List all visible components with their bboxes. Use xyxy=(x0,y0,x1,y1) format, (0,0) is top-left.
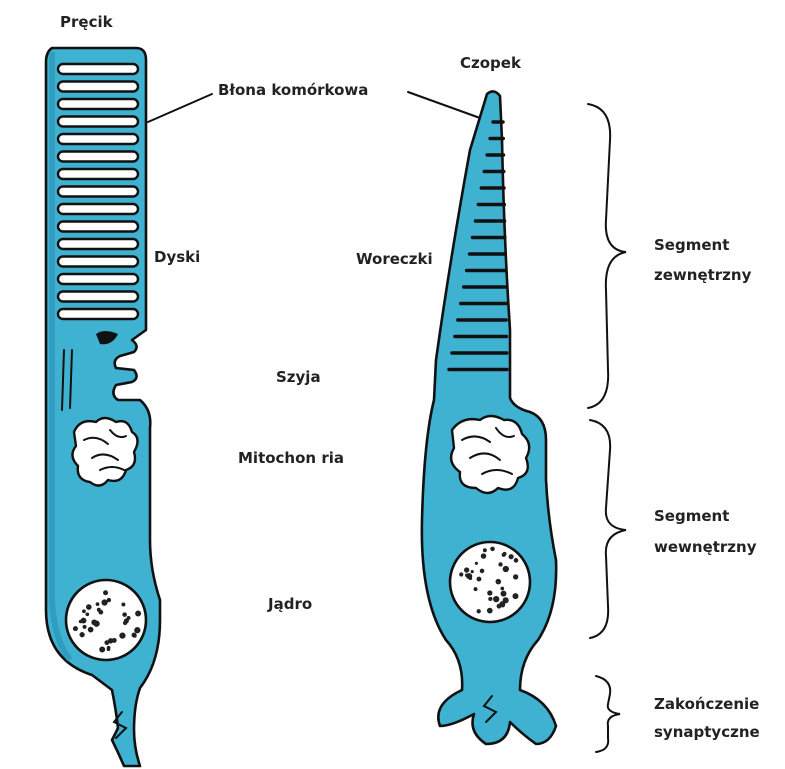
chromatin-dot xyxy=(488,597,492,601)
cone-label: Czopek xyxy=(460,54,522,72)
chromatin-dot xyxy=(481,553,486,558)
chromatin-dot xyxy=(503,552,507,556)
chromatin-dot xyxy=(477,609,481,613)
chromatin-dot xyxy=(490,547,495,552)
chromatin-dot xyxy=(513,574,518,579)
rod-disc xyxy=(58,99,138,109)
chromatin-dot xyxy=(99,647,105,653)
synaptic-label-2: synaptyczne xyxy=(654,723,760,741)
chromatin-dot xyxy=(81,618,87,624)
chromatin-dot xyxy=(483,548,487,552)
chromatin-dot xyxy=(487,608,493,614)
rod-disc xyxy=(58,257,138,267)
chromatin-dot xyxy=(469,577,472,580)
chromatin-dot xyxy=(509,554,514,559)
chromatin-dot xyxy=(464,567,469,572)
chromatin-dot xyxy=(91,619,97,625)
outer-segment-label-1: Segment xyxy=(654,236,729,254)
synaptic-brace xyxy=(596,676,620,752)
rod-disc xyxy=(58,309,138,319)
chromatin-dot xyxy=(514,558,519,563)
rod-disc xyxy=(58,204,138,214)
membrane-leader-rod xyxy=(148,94,212,122)
synaptic-label-1: Zakończenie xyxy=(654,695,759,713)
chromatin-dot xyxy=(487,590,492,595)
rod-label: Pręcik xyxy=(60,13,114,31)
rod-disc xyxy=(58,292,138,302)
rod-disc xyxy=(58,82,138,92)
rod-disc xyxy=(58,239,138,249)
membrane-leader-cone xyxy=(408,92,480,118)
chromatin-dot xyxy=(101,599,107,605)
chromatin-dot xyxy=(474,587,478,591)
rod-disc xyxy=(58,187,138,197)
rod-cell xyxy=(46,48,160,766)
sacs-label: Woreczki xyxy=(356,250,433,268)
chromatin-dot xyxy=(107,647,111,651)
outer-segment-label-2: zewnętrzny xyxy=(654,266,752,284)
mitochondria-label: Mitochon ria xyxy=(238,449,344,467)
chromatin-dot xyxy=(97,608,101,612)
chromatin-dot xyxy=(496,579,502,585)
chromatin-dot xyxy=(465,573,469,577)
rod-disc xyxy=(58,134,138,144)
chromatin-dot xyxy=(133,634,137,638)
rod-disc xyxy=(58,222,138,232)
rod-disc xyxy=(58,152,138,162)
cell-membrane-label: Błona komórkowa xyxy=(218,81,368,99)
cone-cell xyxy=(422,91,556,744)
chromatin-dot xyxy=(73,626,78,631)
chromatin-dot xyxy=(497,604,502,609)
chromatin-dot xyxy=(119,632,125,638)
inner-segment-label-2: wewnętrzny xyxy=(654,538,757,556)
chromatin-dot xyxy=(501,591,507,597)
chromatin-dot xyxy=(459,572,463,576)
chromatin-dot xyxy=(500,587,504,591)
chromatin-dot xyxy=(96,602,100,606)
chromatin-dot xyxy=(86,604,92,610)
rod-discs xyxy=(58,64,138,319)
chromatin-dot xyxy=(121,603,125,607)
chromatin-dot xyxy=(103,590,108,595)
discs-label: Dyski xyxy=(154,248,200,266)
chromatin-dot xyxy=(122,612,127,617)
outer-segment-brace xyxy=(588,104,626,408)
chromatin-dot xyxy=(83,625,87,629)
chromatin-dot xyxy=(82,609,86,613)
chromatin-dot xyxy=(480,569,485,574)
rod-disc xyxy=(58,64,138,74)
cone-mitochondria xyxy=(451,416,529,493)
neck-label: Szyja xyxy=(276,368,321,386)
inner-segment-brace xyxy=(590,420,626,638)
chromatin-dot xyxy=(475,562,478,565)
chromatin-dot xyxy=(503,566,509,572)
nucleus-label: Jądro xyxy=(267,595,312,613)
chromatin-dot xyxy=(471,570,474,573)
chromatin-dot xyxy=(498,562,502,566)
chromatin-dot xyxy=(79,632,84,637)
chromatin-dot xyxy=(493,596,499,602)
chromatin-dot xyxy=(88,627,94,633)
rod-disc xyxy=(58,169,138,179)
rod-disc xyxy=(58,117,138,127)
chromatin-dot xyxy=(477,577,482,582)
chromatin-dot xyxy=(512,593,518,599)
chromatin-dot xyxy=(108,638,113,643)
chromatin-dot xyxy=(124,618,129,623)
inner-segment-label-1: Segment xyxy=(654,507,729,525)
chromatin-dot xyxy=(134,627,140,633)
rod-disc xyxy=(58,274,138,284)
chromatin-dot xyxy=(503,597,509,603)
chromatin-dot xyxy=(135,611,141,617)
chromatin-dot xyxy=(85,612,89,616)
